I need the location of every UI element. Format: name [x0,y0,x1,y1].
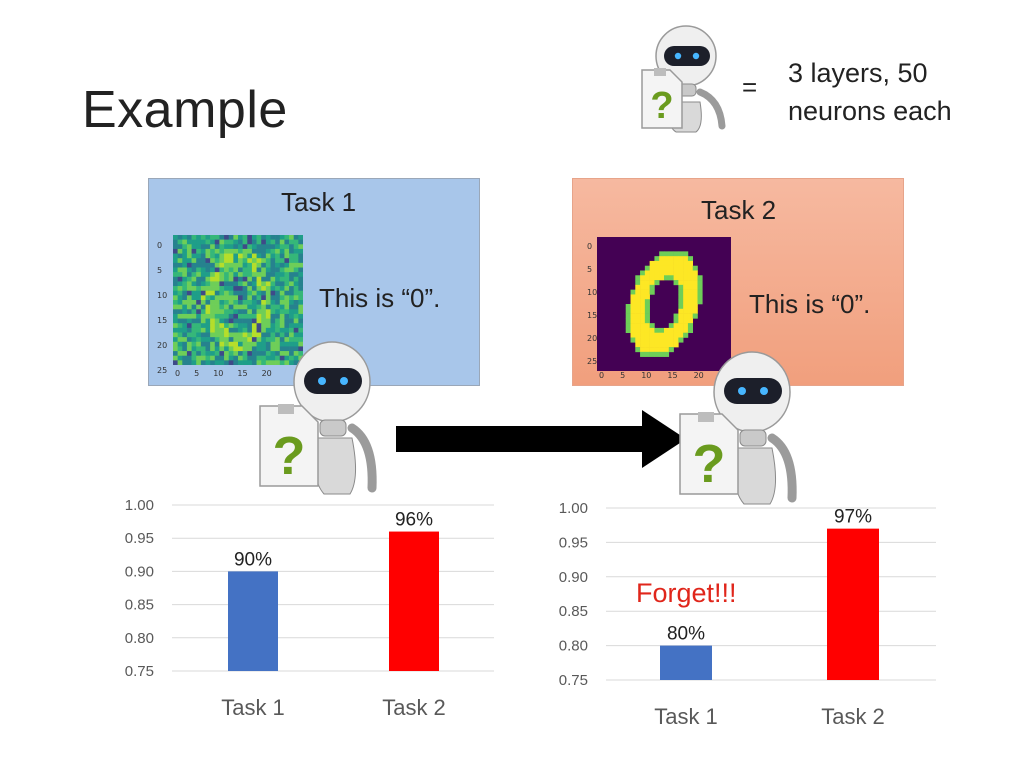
task1-title: Task 1 [281,187,357,217]
y-tick-label: 0.85 [559,603,588,620]
clean-digit-image [597,237,731,371]
bar-data-label: 96% [395,510,433,531]
svg-text:?: ? [693,434,726,494]
svg-text:?: ? [273,426,306,486]
legend-line-2: neurons each [788,96,952,126]
bar-data-label: 80% [667,624,705,645]
bar-data-label: 90% [234,549,272,570]
bar-data-label: 97% [834,507,872,528]
y-tick-label: 0.90 [125,563,154,580]
legend-text: 3 layers, 50 neurons each [788,54,952,130]
y-tick-label: 0.95 [125,530,154,547]
task1-caption: This is “0”. [319,283,441,313]
noisy-digit-image [173,235,303,365]
robot-icon [293,341,377,495]
category-label: Task 2 [821,704,885,729]
forget-annotation: Forget!!! [636,578,737,608]
svg-text:?: ? [650,85,673,127]
y-tick-label: 0.80 [125,630,154,647]
category-label: Task 1 [654,704,718,729]
accuracy-chart-after-task1: 1.00 0.95 0.90 0.85 0.80 0.75 90% Task 1 96% Task… [125,497,494,720]
legend-line-1: 3 layers, 50 [788,58,928,88]
category-label: Task 2 [382,695,446,720]
bar-2 [389,531,439,671]
question-card-icon: ? [259,404,319,487]
y-tick-label: 0.85 [125,597,154,614]
category-label: Task 1 [221,695,285,720]
bar-1 [660,645,712,680]
y-tick-label: 1.00 [125,497,154,514]
bar-2 [827,528,879,680]
y-tick-label: 0.90 [559,569,588,586]
question-card-icon: ? [641,68,683,129]
y-tick-label: 0.95 [559,534,588,551]
y-tick-label: 0.80 [559,638,588,655]
robot-icon [713,351,797,505]
y-tick-label: 0.75 [559,672,588,689]
equals-sign: = [742,72,758,102]
task2-caption: This is “0”. [749,289,871,319]
y-tick-label: 1.00 [559,500,588,517]
bar-1 [228,571,278,671]
right-arrow-icon [396,410,686,468]
task2-title: Task 2 [701,195,777,225]
slide-title: Example [82,81,288,139]
accuracy-chart-after-task2: 1.00 0.95 0.90 0.85 0.80 0.75 80% Task 1 97% Task… [559,500,936,729]
y-tick-label: 0.75 [125,663,154,680]
question-card-icon: ? [679,412,739,495]
